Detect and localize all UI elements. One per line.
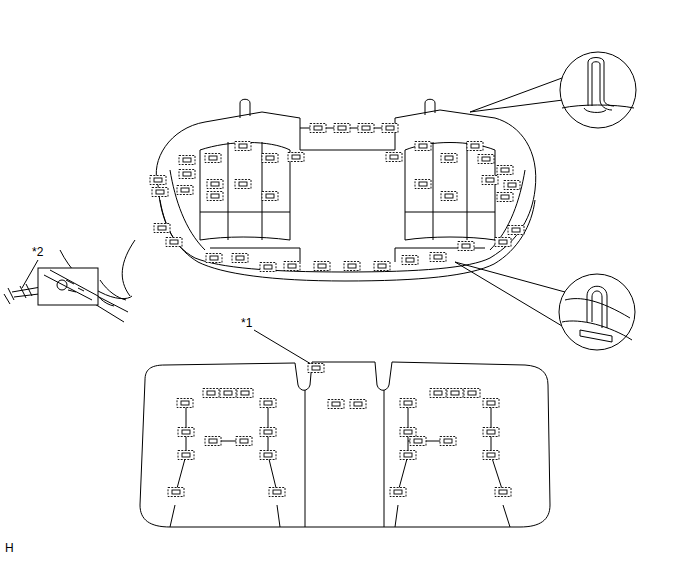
hog-ring [269,488,285,497]
seat-cushion-cover [140,362,550,527]
hog-ring-pliers [4,240,135,322]
hog-ring [441,154,457,163]
hog-ring [410,437,426,446]
hog-ring [205,154,221,163]
hog-ring [308,364,324,373]
hog-ring [179,170,195,179]
leader-line [254,330,311,364]
hog-ring [483,399,499,408]
hog-ring [390,488,406,497]
hog-ring [374,262,390,271]
hog-ring [260,263,276,272]
hog-ring [177,399,193,408]
hog-ring [415,180,431,189]
hog-ring [152,188,168,197]
hog-ring [178,451,194,460]
detail-callout [455,262,635,350]
hog-ring [260,428,276,437]
hog-ring [447,389,463,398]
hog-ring [464,389,480,398]
hog-ring [344,262,360,271]
hog-ring [334,124,350,133]
hog-ring [207,192,223,201]
hog-ring [400,399,416,408]
hog-ring [262,154,278,163]
hog-ring [441,192,457,201]
hog-ring [310,124,326,133]
hog-ring [284,262,300,271]
hog-ring [206,254,222,263]
hog-ring [467,142,483,151]
hog-ring [232,254,248,263]
hog-ring [430,389,446,398]
hog-ring [478,155,494,164]
hog-ring [415,142,431,151]
hog-ring [205,437,221,446]
seat-cushion-pad [156,99,536,281]
hog-ring [386,153,402,162]
callout-number: *2 [31,246,44,258]
hog-ring [504,181,520,190]
hog-ring [179,156,195,165]
hog-ring [508,226,524,235]
hog-ring [168,488,184,497]
hog-ring [260,451,276,460]
hog-ring [150,124,524,272]
figure-code: H [4,542,15,554]
hog-ring [168,364,511,497]
hog-ring [495,488,511,497]
hog-ring [150,176,166,185]
hog-ring [483,451,499,460]
hog-ring [314,262,330,271]
hog-ring [177,186,193,195]
hog-ring [382,124,398,133]
hog-ring [236,437,252,446]
hog-ring [440,437,456,446]
hog-ring [235,142,251,151]
hog-ring [237,389,253,398]
hog-ring [458,242,474,251]
hog-ring [400,428,416,437]
hog-ring [350,400,366,409]
hog-ring [154,224,170,233]
hog-ring [260,399,276,408]
callout-number: *1 [240,317,253,329]
hog-ring [328,400,344,409]
hog-ring [495,238,511,247]
leader-line [22,260,38,288]
hog-ring [235,180,251,189]
hog-ring [497,193,513,202]
hog-ring [288,153,304,162]
hog-ring [166,238,182,247]
hog-ring [483,428,499,437]
hog-ring [497,166,513,175]
hog-ring [207,180,223,189]
hog-ring [262,192,278,201]
hog-ring [430,253,446,262]
hog-ring [178,428,194,437]
hog-ring [358,124,374,133]
hog-ring [400,451,416,460]
hog-ring [482,176,498,185]
hog-ring [203,389,219,398]
hog-ring [402,256,418,265]
detail-callout [470,52,636,128]
hog-ring [220,389,236,398]
